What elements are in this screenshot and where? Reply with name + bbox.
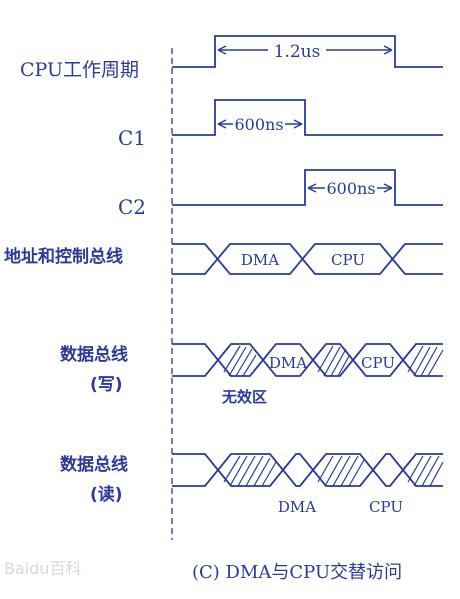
c2-waveform — [172, 169, 443, 206]
c2-duration-label: 600ns — [326, 179, 375, 198]
cpu-cycle-label: CPU工作周期 — [20, 59, 139, 81]
cpu-cycle-waveform — [172, 35, 443, 68]
baidu-watermark: Baidu百科 — [4, 559, 82, 578]
c2-arrowheads — [307, 183, 393, 193]
write-bus-cpu-label: CPU — [361, 354, 395, 372]
c1-duration-label: 600ns — [234, 115, 283, 134]
c2-label-bg — [325, 178, 377, 198]
c1-waveform — [172, 99, 443, 136]
write-bus-dma-label: DMA — [269, 354, 307, 372]
cycle-arrowheads — [217, 45, 393, 55]
data-bus-read-label: 数据总线 — [60, 454, 128, 475]
write-paren-label: (写) — [90, 375, 123, 395]
address-control-bus-label: 地址和控制总线 — [4, 246, 123, 267]
cycle-label-bg — [268, 40, 326, 60]
data-bus-write-label: 数据总线 — [60, 344, 128, 365]
address-bus-dma-label: DMA — [241, 251, 279, 269]
c1-arrowheads — [217, 119, 303, 129]
read-bus-cpu-label: CPU — [369, 498, 403, 516]
c1-label-bg — [233, 114, 285, 134]
invalid-zone-label: 无效区 — [221, 388, 267, 406]
c1-label: C1 — [118, 126, 146, 150]
cycle-duration-label: 1.2us — [274, 42, 321, 62]
read-bus-dma-label: DMA — [278, 498, 316, 516]
figure-caption: (C) DMA与CPU交替访问 — [192, 562, 402, 583]
c2-label: C2 — [118, 195, 146, 219]
data-bus-write-waveform — [172, 343, 444, 377]
data-bus-read-waveform — [172, 453, 444, 487]
read-paren-label: (读) — [90, 484, 123, 505]
address-bus-cpu-label: CPU — [331, 251, 365, 269]
address-bus-bottom-line — [172, 243, 443, 275]
